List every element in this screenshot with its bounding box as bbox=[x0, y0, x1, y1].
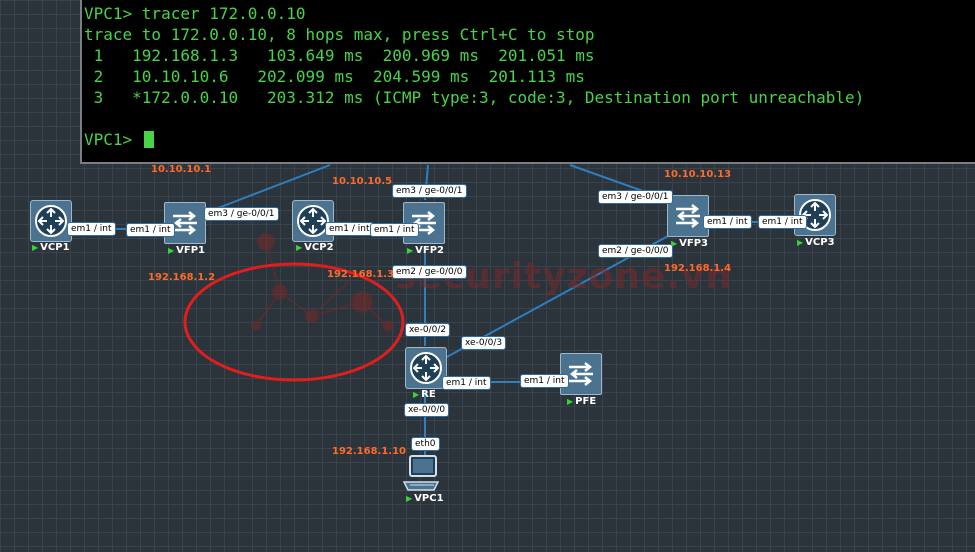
port-vfp1-em3: em3 / ge-0/0/1 bbox=[204, 207, 279, 221]
port-vcp3-em1: em1 / int bbox=[758, 215, 807, 229]
port-re-xe2: xe-0/0/2 bbox=[405, 323, 451, 337]
pfe-label: PFE bbox=[567, 396, 596, 407]
terminal-line: VPC1> tracer 172.0.0.10 bbox=[84, 4, 306, 23]
terminal-line bbox=[84, 108, 975, 129]
switch-icon bbox=[676, 204, 700, 228]
vfp1-label: VFP1 bbox=[168, 245, 205, 256]
switch-icon bbox=[569, 362, 593, 386]
vcp1-node[interactable] bbox=[30, 200, 72, 242]
router-icon bbox=[799, 199, 831, 231]
port-vfp3-em2: em2 / ge-0/0/0 bbox=[598, 244, 673, 258]
vpc1-label: VPC1 bbox=[406, 493, 443, 504]
port-vfp3-em1: em1 / int bbox=[703, 215, 752, 229]
vcp2-label: VCP2 bbox=[296, 242, 333, 253]
port-re-xe0: xe-0/0/0 bbox=[404, 403, 450, 417]
ip-label: 10.10.10.5 bbox=[332, 176, 393, 187]
vcp3-label: VCP3 bbox=[797, 237, 834, 248]
terminal-window[interactable]: VPC1> tracer 172.0.0.10 trace to 172.0.0… bbox=[80, 0, 975, 164]
vcp1-label: VCP1 bbox=[32, 242, 69, 253]
port-vcp2-em1: em1 / int bbox=[325, 222, 374, 236]
port-pfe-em1: em1 / int bbox=[520, 374, 569, 388]
ip-label: 10.10.10.1 bbox=[151, 164, 212, 175]
switch-icon bbox=[173, 211, 197, 235]
router-icon bbox=[297, 205, 329, 237]
port-vfp2-em2: em2 / ge-0/0/0 bbox=[392, 265, 467, 279]
ip-label: 192.168.1.3 bbox=[327, 269, 395, 280]
terminal-cursor bbox=[143, 131, 154, 148]
ip-label: 192.168.1.4 bbox=[664, 263, 732, 274]
router-icon bbox=[410, 352, 442, 384]
terminal-line: trace to 172.0.0.10, 8 hops max, press C… bbox=[84, 25, 595, 44]
port-re-em1: em1 / int bbox=[442, 376, 491, 390]
port-re-xe3: xe-0/0/3 bbox=[461, 336, 507, 350]
vfp3-node[interactable] bbox=[667, 195, 709, 237]
terminal-line: 1 192.168.1.3 103.649 ms 200.969 ms 201.… bbox=[84, 46, 595, 65]
port-vcp1-em1: em1 / int bbox=[67, 222, 116, 236]
terminal-line: 2 10.10.10.6 202.099 ms 204.599 ms 201.1… bbox=[84, 67, 585, 86]
vcp3-node[interactable] bbox=[794, 194, 836, 236]
port-vfp3-em3: em3 / ge-0/0/1 bbox=[598, 190, 673, 204]
port-vfp1-em1: em1 / int bbox=[126, 223, 175, 237]
vfp3-label: VFP3 bbox=[671, 238, 708, 249]
terminal-prompt-line[interactable]: VPC1> bbox=[84, 129, 975, 150]
ip-label: 192.168.1.2 bbox=[148, 272, 216, 283]
re-node[interactable] bbox=[405, 347, 447, 389]
terminal-line: 3 *172.0.0.10 203.312 ms (ICMP type:3, c… bbox=[84, 88, 865, 107]
router-icon bbox=[35, 205, 67, 237]
ip-label: 192.168.1.10 bbox=[332, 446, 407, 457]
port-vfp2-em1: em1 / int bbox=[370, 223, 419, 237]
port-vpc1-eth0: eth0 bbox=[411, 437, 440, 451]
re-label: RE bbox=[413, 389, 436, 400]
vfp2-label: VFP2 bbox=[407, 245, 444, 256]
vpc1-node[interactable] bbox=[402, 454, 442, 492]
terminal-prompt: VPC1> bbox=[84, 130, 142, 149]
ip-label: 10.10.10.13 bbox=[664, 169, 732, 180]
port-vfp2-em3: em3 / ge-0/0/1 bbox=[392, 184, 467, 198]
link-vfp1-upper bbox=[204, 164, 331, 214]
computer-icon bbox=[402, 455, 440, 491]
